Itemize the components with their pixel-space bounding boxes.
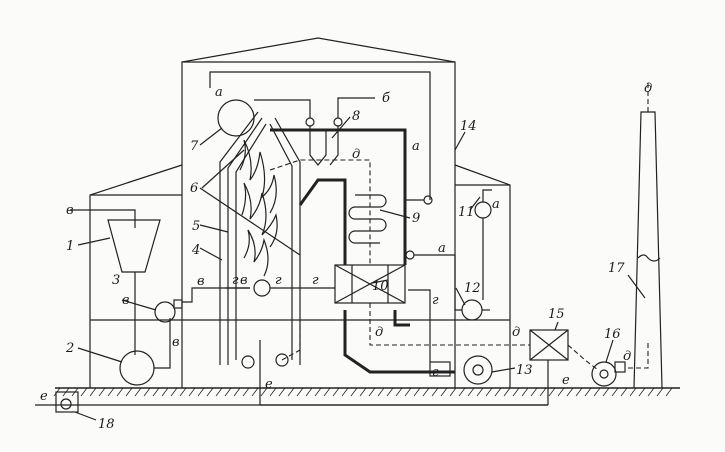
label-e-2: е bbox=[562, 373, 570, 388]
num-2: 2 bbox=[65, 341, 74, 356]
label-g-3: г bbox=[432, 293, 439, 308]
label-v-5: в bbox=[240, 273, 248, 288]
main-building bbox=[181, 37, 456, 388]
label-v-3: в bbox=[172, 335, 180, 350]
label-a-1: а bbox=[215, 85, 223, 100]
num-17: 17 bbox=[608, 261, 625, 276]
label-g-2: г bbox=[312, 273, 319, 288]
furnace bbox=[219, 111, 301, 369]
label-d-4: д bbox=[623, 349, 631, 364]
label-a-2: а bbox=[412, 139, 420, 154]
leader-lines bbox=[74, 116, 646, 421]
num-10: 10 bbox=[372, 279, 389, 294]
label-e-3: е bbox=[40, 389, 48, 404]
label-g-0: г bbox=[232, 273, 239, 288]
coal-bunker bbox=[70, 209, 161, 355]
superheater bbox=[309, 126, 339, 166]
coal-mill bbox=[119, 318, 171, 386]
left-annex bbox=[89, 164, 455, 388]
num-8: 8 bbox=[352, 109, 360, 124]
air-heater bbox=[334, 264, 455, 374]
num-6: 6 bbox=[190, 181, 198, 196]
component-numbers: 1 2 3 4 5 6 7 8 9 10 11 12 13 14 15 16 1… bbox=[65, 109, 625, 432]
ash-pump bbox=[55, 391, 79, 413]
smoke-exhauster bbox=[591, 361, 626, 387]
num-7: 7 bbox=[190, 139, 199, 154]
num-3: 3 bbox=[112, 273, 120, 288]
num-13: 13 bbox=[516, 363, 533, 378]
label-d-1: д bbox=[352, 147, 360, 162]
num-9: 9 bbox=[412, 211, 420, 226]
hot-air-line bbox=[225, 279, 335, 297]
num-15: 15 bbox=[548, 307, 565, 322]
mill-fan bbox=[154, 287, 250, 323]
num-16: 16 bbox=[604, 327, 621, 342]
label-v-2: в bbox=[122, 293, 130, 308]
ground bbox=[53, 387, 680, 397]
label-d-5: д bbox=[644, 81, 652, 96]
ash-collector bbox=[529, 329, 569, 361]
label-d-3: д bbox=[512, 325, 520, 340]
num-5: 5 bbox=[192, 219, 200, 234]
label-e-1: е bbox=[265, 377, 273, 392]
chimney bbox=[633, 111, 663, 389]
num-14: 14 bbox=[460, 119, 477, 134]
gas-duct bbox=[270, 128, 455, 265]
num-11: 11 bbox=[458, 205, 475, 220]
num-12: 12 bbox=[464, 281, 481, 296]
leader-14 bbox=[454, 131, 466, 151]
right-annex bbox=[454, 164, 511, 388]
flame bbox=[239, 139, 278, 277]
label-a-3: а bbox=[492, 197, 500, 212]
flow-labels: а б а д а а в в в в в г г г г д д д д е … bbox=[40, 81, 652, 404]
label-a-4: а bbox=[438, 241, 446, 256]
air-blower bbox=[408, 289, 493, 385]
label-g-4: г bbox=[432, 365, 439, 380]
label-d-2: д bbox=[375, 325, 383, 340]
flue-gas-path bbox=[240, 82, 649, 371]
label-g-1: г bbox=[275, 273, 282, 288]
label-b: б bbox=[382, 91, 390, 106]
label-v-1: в bbox=[66, 203, 74, 218]
num-18: 18 bbox=[98, 417, 115, 432]
label-v-4: в bbox=[197, 274, 205, 289]
num-1: 1 bbox=[66, 239, 74, 254]
num-4: 4 bbox=[191, 243, 200, 258]
deaerator-pump bbox=[454, 255, 490, 321]
feed-pump bbox=[474, 189, 492, 300]
ash-line bbox=[35, 340, 549, 406]
